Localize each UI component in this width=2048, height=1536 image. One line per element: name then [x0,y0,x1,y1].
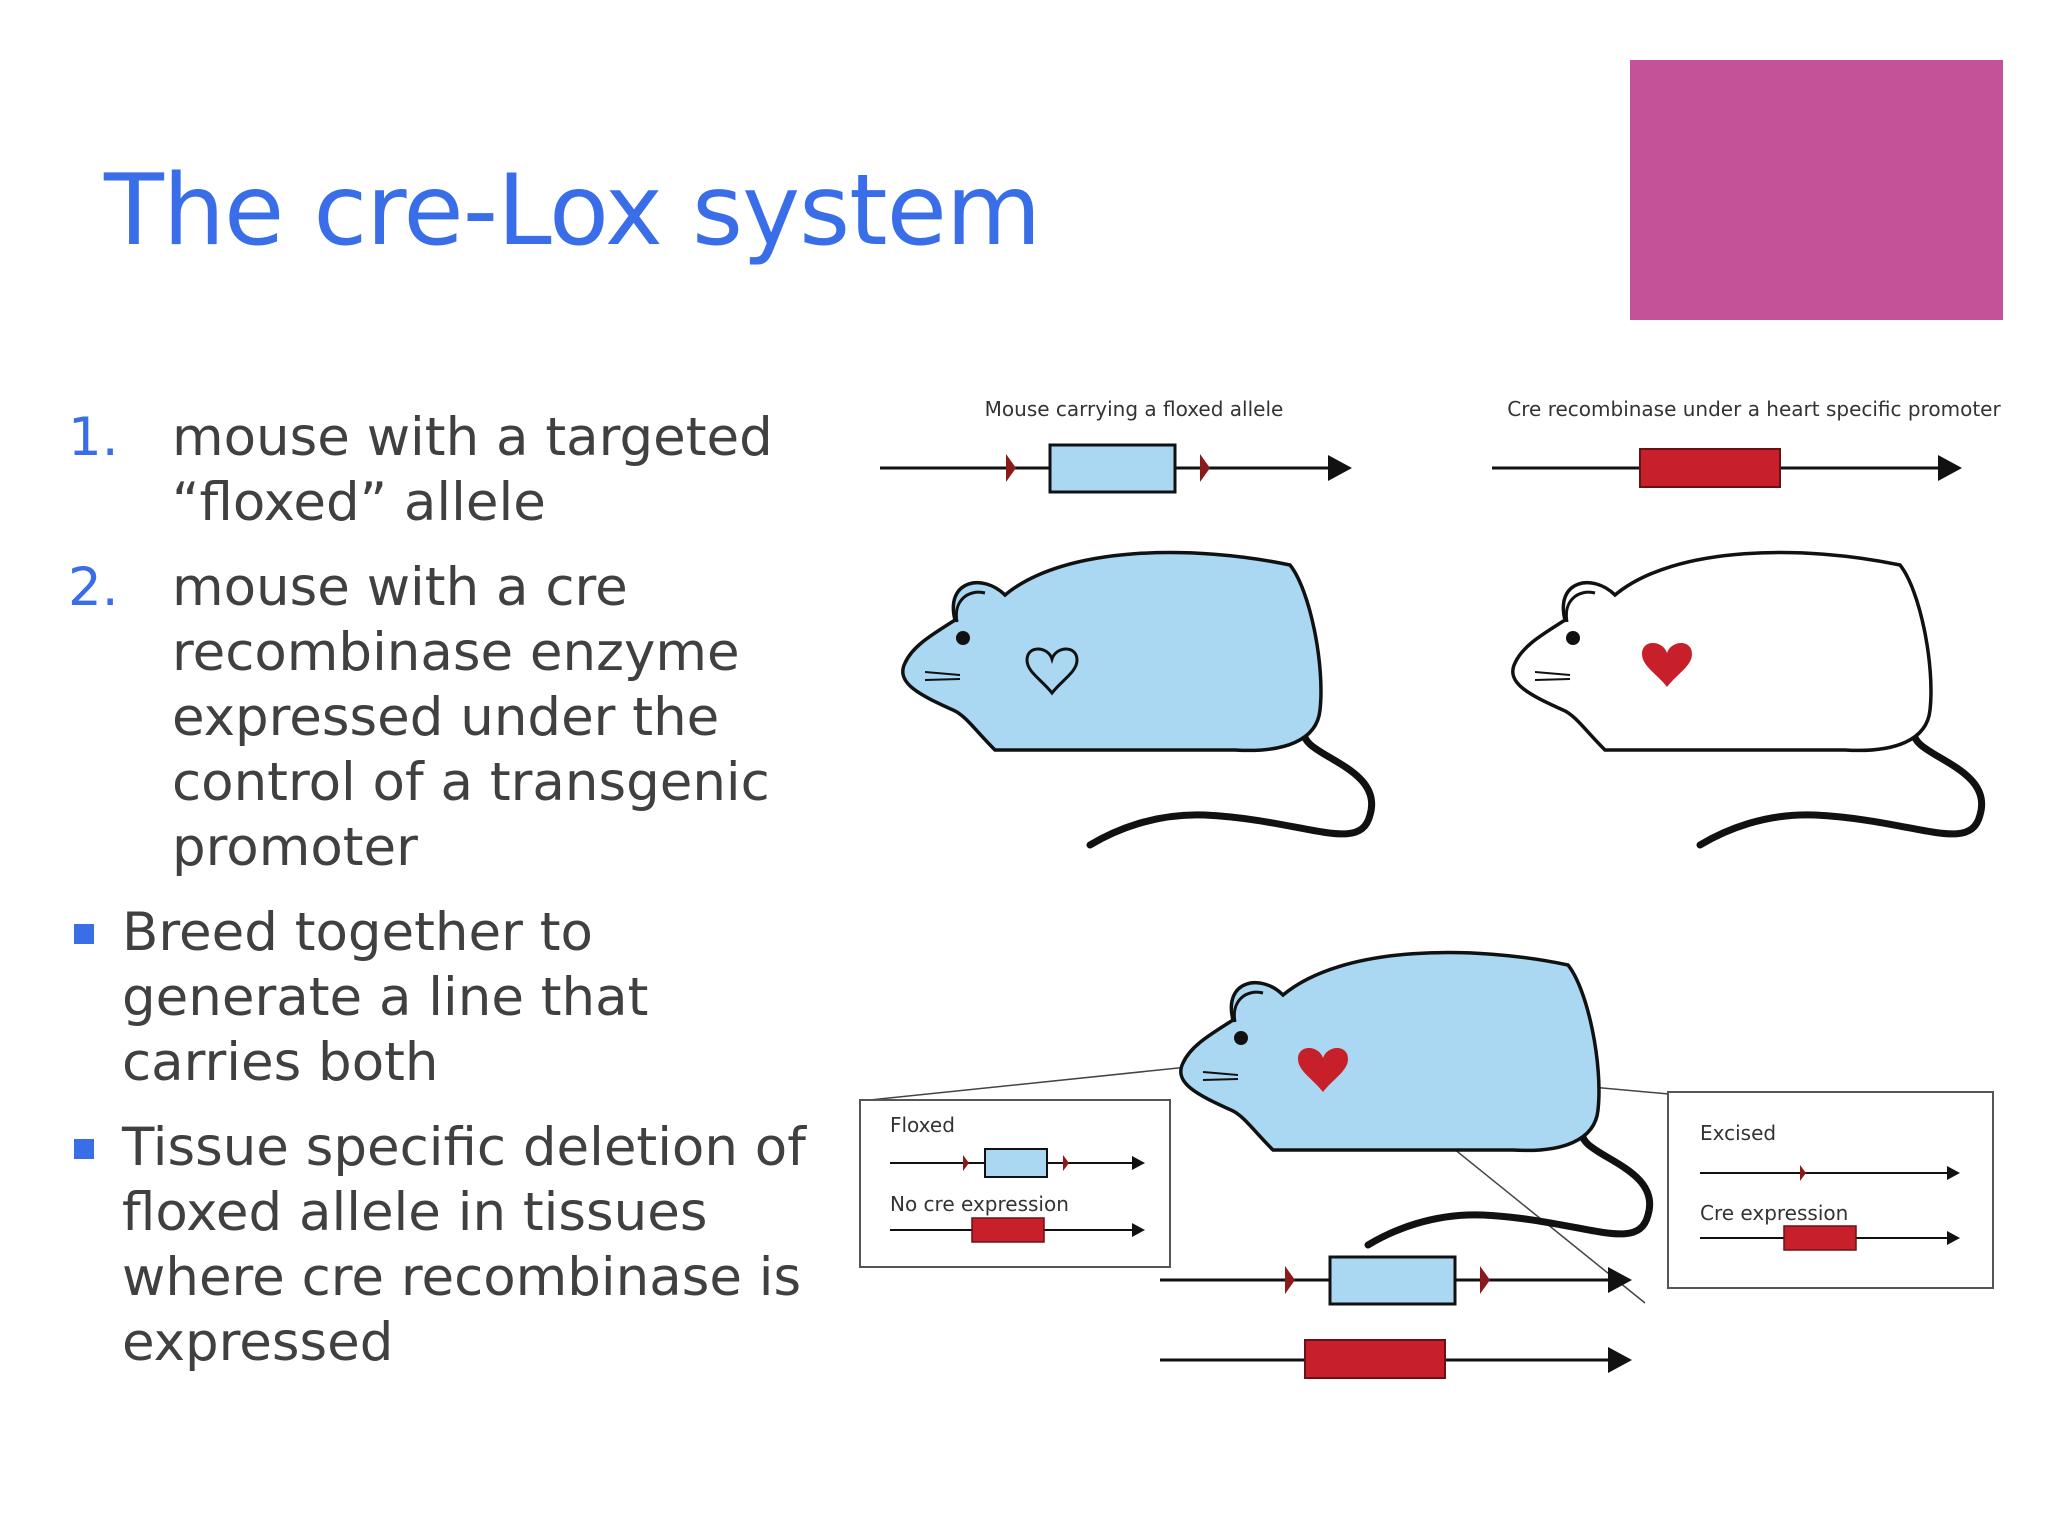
bullet-list: 1. mouse with a targeted “floxed” allele… [60,405,820,1395]
floxed-gene-box [1328,1255,1457,1306]
item-line: Tissue specific deletion of [122,1117,806,1178]
inset-floxed: Floxed No cre expression [859,1099,1171,1268]
mouse-eye [1234,1031,1248,1045]
mouse-body [1511,550,1933,753]
square-bullet-icon [74,1139,94,1159]
lox-site-icon [1200,454,1210,482]
mouse-tail [1086,726,1376,849]
slide-title: The cre-Lox system [104,154,1041,268]
panel-cre-mouse: Cre recombinase under a heart specific p… [1492,397,2001,849]
floxed-allele-construct [880,443,1352,494]
arrowhead-icon [1132,1156,1145,1170]
panel-caption: Mouse carrying a floxed allele [985,397,1284,421]
mouse-ear [1232,990,1264,1023]
panel-floxed-mouse: Mouse carrying a floxed allele [880,397,1376,849]
mouse-eye [1566,631,1580,645]
square-bullet-icon [74,924,94,944]
floxed-mouse-illustration [901,550,1376,849]
inset-frame [1667,1091,1994,1289]
floxed-gene-box [984,1148,1048,1178]
mouse-tail [1696,726,1986,849]
lox-site-icon [1800,1165,1806,1181]
item-line: generate a line that [122,967,649,1028]
offspring-floxed-construct [1160,1255,1632,1306]
lox-site-icon [1006,454,1016,482]
item-line: promoter [172,817,418,878]
offspring-mouse-group [869,950,1681,1379]
lox-site-icon [963,1155,969,1171]
inset-excised: Excised Cre expression [1667,1091,1994,1289]
item-line: expressed [122,1312,394,1373]
item-line: Breed together to [122,902,593,963]
cre-gene-box [1783,1225,1857,1251]
arrowhead-icon [1947,1231,1960,1245]
arrowhead-icon [1608,1267,1632,1293]
arrowhead-icon [1132,1223,1145,1237]
item-line: carries both [122,1032,439,1093]
item-line: “floxed” allele [172,472,546,533]
cre-lox-diagram: Mouse carrying a floxed allele Cre recom… [859,397,2001,1379]
offspring-mouse-illustration [1179,950,1654,1249]
item-line: mouse with a cre [172,557,628,618]
numbered-item-2: 2. mouse with a cre recombinase enzyme e… [60,555,820,880]
bullet-item-1: Breed together to generate a line that c… [60,900,820,1095]
list-number: 2. [68,557,119,618]
lox-site-icon [1285,1266,1295,1294]
mouse-ear [954,590,986,623]
arrowhead-icon [1938,455,1962,481]
item-line: control of a transgenic [172,752,770,813]
lox-site-icon [1063,1155,1069,1171]
cre-transgene-construct [1492,448,1962,488]
arrowhead-icon [1328,455,1352,481]
mouse-tail [1364,1126,1654,1249]
mouse-body [901,550,1323,753]
mouse-ear [1564,590,1596,623]
mouse-body [1179,950,1601,1153]
offspring-cre-construct [1160,1339,1632,1379]
arrowhead-icon [1608,1347,1632,1373]
bullet-item-2: Tissue specific deletion of floxed allel… [60,1115,820,1375]
item-line: recombinase enzyme [172,622,740,683]
item-line: where cre recombinase is [122,1247,802,1308]
cre-mouse-illustration [1511,550,1986,849]
inset-row-label: Excised [1700,1121,1776,1145]
cre-gene-box [1639,448,1781,488]
accent-box [1630,60,2003,320]
panel-caption: Cre recombinase under a heart specific p… [1507,397,2001,421]
cre-gene-box [971,1217,1045,1243]
inset-row-label: Cre expression [1700,1201,1848,1225]
item-line: expressed under the [172,687,720,748]
numbered-item-1: 1. mouse with a targeted “floxed” allele [60,405,820,535]
arrowhead-icon [1947,1166,1960,1180]
cre-gene-box [1304,1339,1446,1379]
list-number: 1. [68,407,119,468]
item-line: floxed allele in tissues [122,1182,708,1243]
inset-row-label: No cre expression [890,1192,1069,1216]
lox-site-icon [1480,1266,1490,1294]
inset-row-label: Floxed [890,1113,955,1137]
floxed-gene-box [1048,443,1177,494]
item-line: mouse with a targeted [172,407,773,468]
mouse-eye [956,631,970,645]
